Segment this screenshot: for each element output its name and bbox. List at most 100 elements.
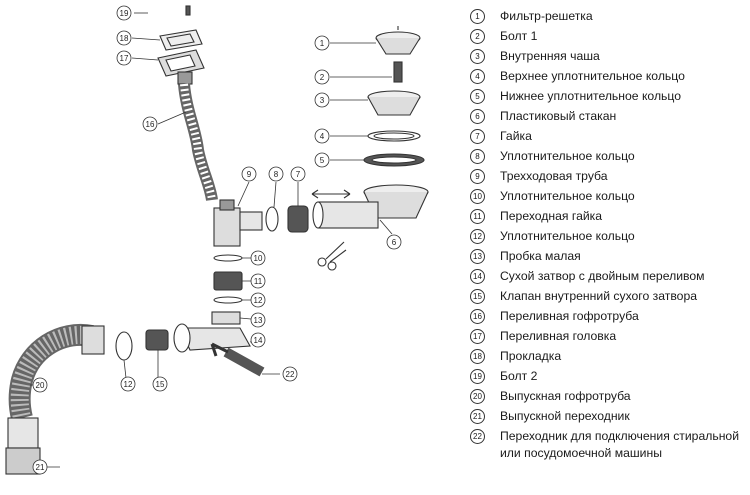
legend-number: 15 [470, 289, 485, 304]
legend-item: 19 Болт 2 [470, 368, 750, 385]
legend-item: 11 Переходная гайка [470, 208, 750, 225]
callout-number: 3 [320, 96, 325, 105]
part-lower-seal [363, 153, 425, 167]
part-three-way-pipe [213, 199, 263, 247]
callout-11: 11 [250, 273, 266, 289]
callout-number: 21 [36, 463, 45, 472]
part-seal-8 [265, 206, 279, 232]
callout-10: 10 [250, 250, 266, 266]
callout-number: 22 [286, 370, 295, 379]
legend-number: 5 [470, 89, 485, 104]
legend-item: 8 Уплотнительное кольцо [470, 148, 750, 165]
legend-label: Уплотнительное кольцо [500, 189, 635, 203]
callout-number: 19 [120, 9, 129, 18]
callout-18: 18 [116, 30, 132, 46]
callout-number: 17 [120, 54, 129, 63]
callout-15: 15 [152, 376, 168, 392]
callout-16: 16 [142, 116, 158, 132]
legend-label: Клапан внутренний сухого затвора [500, 289, 697, 303]
legend-number: 13 [470, 249, 485, 264]
legend-item: 5 Нижнее уплотнительное кольцо [470, 88, 750, 105]
legend-item: 9 Трехходовая труба [470, 168, 750, 185]
legend-label: Фильтр-решетка [500, 9, 593, 23]
part-machine-adapter [210, 342, 265, 377]
legend-label: Трехходовая труба [500, 169, 608, 183]
part-seal-12-lower [115, 331, 133, 361]
callout-20: 20 [32, 377, 48, 393]
callout-2: 2 [314, 69, 330, 85]
callout-number: 15 [156, 380, 165, 389]
callout-4: 4 [314, 128, 330, 144]
part-gasket [159, 29, 203, 51]
callout-12: 12 [120, 376, 136, 392]
callout-9: 9 [241, 166, 257, 182]
callout-17: 17 [116, 50, 132, 66]
legend-item: 15 Клапан внутренний сухого затвора [470, 288, 750, 305]
legend-number: 9 [470, 169, 485, 184]
legend-label: Прокладка [500, 349, 562, 363]
callout-6: 6 [386, 234, 402, 250]
part-overflow-hose [178, 83, 218, 202]
callout-number: 11 [254, 277, 263, 286]
legend-label: Сухой затвор с двойным переливом [500, 269, 705, 283]
legend-number: 10 [470, 189, 485, 204]
legend-number: 18 [470, 349, 485, 364]
legend-label: Переходник для подключения стиральной ил… [500, 429, 740, 460]
legend-label: Болт 2 [500, 369, 538, 383]
callout-number: 4 [320, 132, 325, 141]
legend-number: 21 [470, 409, 485, 424]
legend-item: 4 Верхнее уплотнительное кольцо [470, 68, 750, 85]
legend-label: Выпускная гофротруба [500, 389, 631, 403]
legend-number: 12 [470, 229, 485, 244]
callout-8: 8 [268, 166, 284, 182]
legend-number: 17 [470, 329, 485, 344]
callout-number: 18 [120, 34, 129, 43]
callout-number: 16 [146, 120, 155, 129]
legend-label: Верхнее уплотнительное кольцо [500, 69, 685, 83]
callout-19: 19 [116, 5, 132, 21]
part-bolt-1 [393, 61, 403, 83]
part-plastic-cup [312, 184, 429, 229]
legend-label: Пластиковый стакан [500, 109, 617, 123]
callout-number: 14 [254, 336, 263, 345]
part-dry-valve [145, 329, 169, 351]
legend-label: Уплотнительное кольцо [500, 229, 635, 243]
legend-number: 19 [470, 369, 485, 384]
callout-22: 22 [282, 366, 298, 382]
legend-label: Переходная гайка [500, 209, 603, 223]
part-nut [287, 205, 309, 233]
legend-label: Нижнее уплотнительное кольцо [500, 89, 682, 103]
legend-item: 14 Сухой затвор с двойным переливом [470, 268, 750, 285]
legend-item: 12 Уплотнительное кольцо [470, 228, 750, 245]
legend-number: 4 [470, 69, 485, 84]
callout-13: 13 [250, 312, 266, 328]
legend-label: Уплотнительное кольцо [500, 149, 635, 163]
legend-number: 1 [470, 9, 485, 24]
legend-label: Болт 1 [500, 29, 538, 43]
callout-number: 10 [254, 254, 263, 263]
legend-label: Гайка [500, 129, 532, 143]
legend-number: 11 [470, 209, 485, 224]
callout-number: 13 [254, 316, 263, 325]
legend-label: Внутренняя чаша [500, 49, 600, 63]
scissors-icon [317, 241, 347, 271]
callout-5: 5 [314, 152, 330, 168]
legend-number: 8 [470, 149, 485, 164]
double-arrow-icon [311, 189, 351, 199]
part-seal-12 [213, 296, 243, 304]
callout-number: 12 [124, 380, 133, 389]
callout-14: 14 [250, 332, 266, 348]
legend-number: 14 [470, 269, 485, 284]
part-bolt-2 [185, 5, 191, 16]
legend-item: 18 Прокладка [470, 348, 750, 365]
legend-number: 16 [470, 309, 485, 324]
